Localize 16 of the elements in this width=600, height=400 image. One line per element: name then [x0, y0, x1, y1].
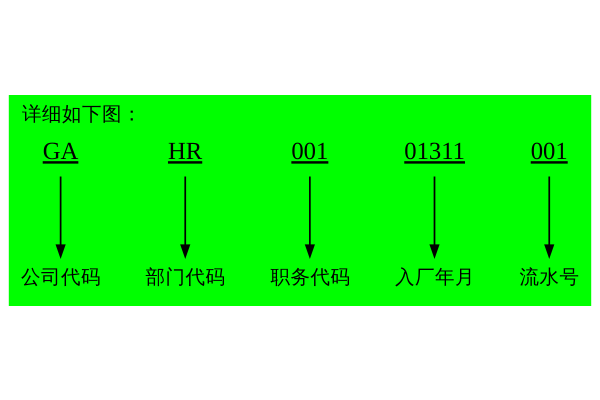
node-text: HR	[168, 138, 202, 165]
node-text: 公司代码	[21, 265, 102, 288]
diagram-title: 详细如下图：	[22, 102, 142, 126]
node-text: 部门代码	[146, 265, 226, 288]
arrow	[544, 176, 554, 258]
node-text: 001	[530, 138, 568, 165]
node-text: 入厂年月	[395, 265, 476, 288]
node-text: 01311	[404, 138, 465, 165]
node-text: 职务代码	[270, 265, 350, 288]
arrow	[304, 176, 315, 258]
node-text: GA	[42, 138, 78, 165]
arrow	[56, 176, 66, 258]
arrow	[429, 176, 440, 258]
arrow	[180, 176, 190, 258]
node-text: 流水号	[520, 265, 580, 288]
node-text: 001	[291, 138, 328, 165]
